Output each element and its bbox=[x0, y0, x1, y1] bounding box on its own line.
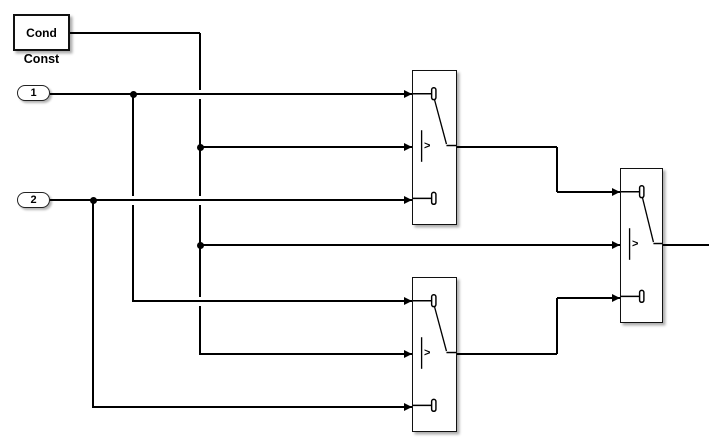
wire-in2[interactable] bbox=[50, 199, 412, 201]
constant-block-name: Const bbox=[23, 52, 60, 66]
junction-dot bbox=[129, 90, 137, 98]
wire-sw3-out[interactable] bbox=[662, 244, 709, 246]
arrowhead bbox=[404, 402, 412, 411]
switch-criteria-label: > bbox=[632, 238, 639, 250]
inport-2-label: 2 bbox=[30, 194, 37, 206]
wire-sw1-out[interactable] bbox=[456, 146, 557, 148]
wire-in1[interactable] bbox=[50, 93, 412, 95]
wire-sw2-sw3-vertical[interactable] bbox=[556, 298, 558, 354]
arrowhead bbox=[612, 240, 620, 249]
inport-1-label: 1 bbox=[30, 87, 37, 99]
wire-sw1-sw3-vertical[interactable] bbox=[556, 147, 558, 192]
wire-sw1-sw3[interactable] bbox=[557, 191, 620, 193]
wire-in2-vertical[interactable] bbox=[92, 200, 94, 407]
constant-value: Cond bbox=[26, 25, 57, 40]
switch-block-1[interactable]: > bbox=[412, 70, 457, 225]
constant-block[interactable]: Cond bbox=[13, 14, 70, 51]
arrowhead bbox=[404, 296, 412, 305]
wire-cond-out[interactable] bbox=[70, 32, 200, 34]
junction-dot bbox=[89, 196, 97, 204]
switch-criteria-label: > bbox=[424, 140, 431, 152]
switch-block-3[interactable]: > bbox=[620, 168, 663, 323]
inport-1[interactable]: 1 bbox=[17, 85, 50, 101]
switch-block-2[interactable]: > bbox=[412, 277, 457, 432]
wire-sw2-top-in[interactable] bbox=[132, 300, 412, 302]
arrowhead bbox=[404, 89, 412, 98]
junction-dot bbox=[196, 241, 204, 249]
arrowhead bbox=[404, 195, 412, 204]
wire-sw2-out[interactable] bbox=[456, 353, 557, 355]
junction-dot bbox=[196, 143, 204, 151]
arrowhead bbox=[404, 142, 412, 151]
wire-cond-vertical[interactable] bbox=[199, 33, 201, 354]
switch-criteria-label: > bbox=[424, 347, 431, 359]
wire-sw2-sw3[interactable] bbox=[557, 297, 620, 299]
wire-sw3-mid-in[interactable] bbox=[199, 244, 620, 246]
wire-sw1-mid-in[interactable] bbox=[199, 146, 412, 148]
switch-glyph bbox=[413, 294, 456, 412]
arrowhead bbox=[404, 349, 412, 358]
wire-sw2-mid-in[interactable] bbox=[199, 353, 412, 355]
wire-sw2-bot-in[interactable] bbox=[92, 406, 412, 408]
arrowhead bbox=[612, 187, 620, 196]
arrowhead bbox=[612, 293, 620, 302]
inport-2[interactable]: 2 bbox=[17, 192, 50, 208]
switch-glyph bbox=[621, 185, 662, 303]
switch-glyph bbox=[413, 87, 456, 205]
